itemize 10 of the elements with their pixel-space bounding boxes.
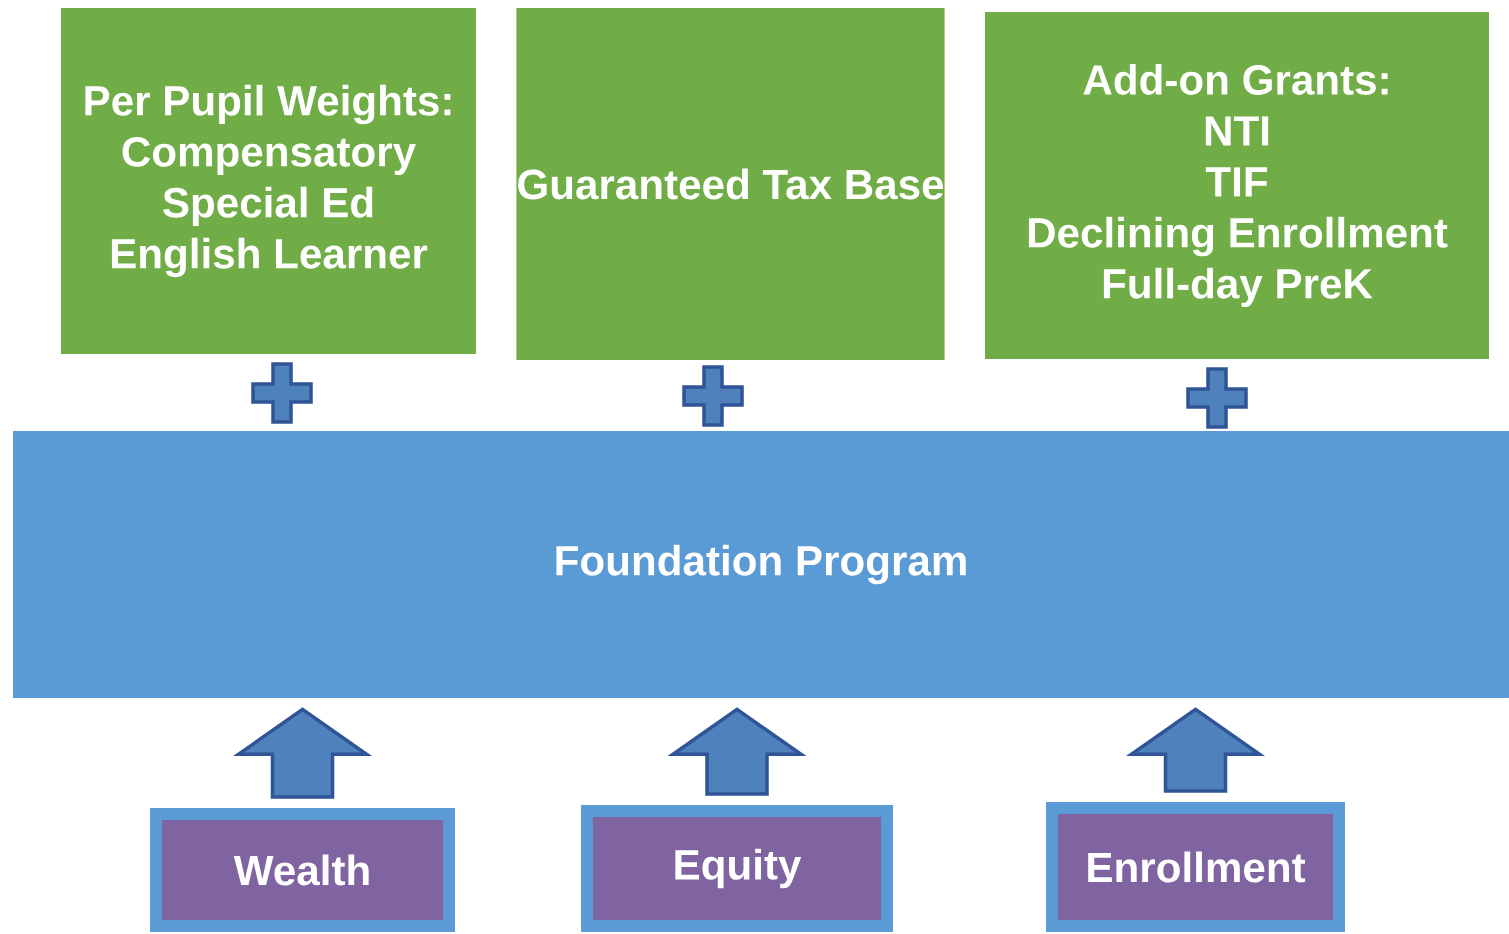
program-band: Foundation Program [13, 431, 1509, 698]
top-panel: Add-on Grants: NTI TIF Declining Enrollment Full-day PreK [985, 12, 1489, 359]
top-panel: Guaranteed Tax Base [516, 8, 945, 360]
factor-box: Enrollment [1046, 802, 1345, 932]
top-panel: Per Pupil Weights: Compensatory Special Ed English Learner [61, 8, 476, 354]
block-arrow [1125, 707, 1266, 793]
block-arrow [667, 707, 807, 796]
factor-box: Wealth [150, 808, 455, 932]
block-arrow [232, 707, 373, 799]
factor-box: Equity [581, 805, 893, 932]
